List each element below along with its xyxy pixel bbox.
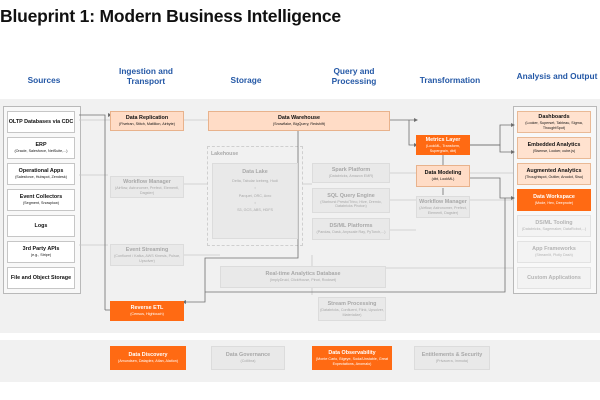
source-file-object-storage[interactable]: File and Object Storage <box>7 267 75 289</box>
lake-item-object-stores: S3, GCS, ABS, HDFS <box>237 208 273 213</box>
data-observability-box[interactable]: Data Observability(Monte Carlo, Bigeye, … <box>312 346 392 370</box>
augmented-analytics-box[interactable]: Augmented Analytics(Thoughtspot, Outlier… <box>517 163 591 185</box>
source-logs[interactable]: Logs <box>7 215 75 237</box>
data-modeling-box[interactable]: Data Modeling(dbt, LookML) <box>416 165 470 187</box>
lakehouse-label: Lakehouse <box>211 151 239 157</box>
source-3rd-party-apis[interactable]: 3rd Party APIs(e.g., Stripe) <box>7 241 75 263</box>
app-frameworks-box[interactable]: App Frameworks(Streamlit, Plotly Dash) <box>517 241 591 263</box>
spark-platform-box[interactable]: Spark Platform(Databricks, Amazon EMR) <box>312 163 390 183</box>
column-header-query: Query and Processing <box>331 65 377 86</box>
lake-item-table-formats: Delta, Tabular Iceberg, Hudi <box>232 179 278 184</box>
lake-item-file-formats: Parquet, ORC, Avro <box>238 193 272 198</box>
column-header-analysis: Analysis and Output <box>516 70 598 81</box>
column-header-transformation: Transformation <box>419 74 481 85</box>
metrics-layer-box[interactable]: Metrics Layer(LookML, Transform, Supergr… <box>416 135 470 155</box>
column-header-sources: Sources <box>27 74 61 85</box>
source-oltp-databases[interactable]: OLTP Databases via CDC <box>7 111 75 133</box>
embedded-analytics-box[interactable]: Embedded Analytics(Sisense, Looker, cube… <box>517 137 591 159</box>
source-operational-apps[interactable]: Operational Apps(Salesforce, Hubspot, Ze… <box>7 163 75 185</box>
workflow-manager-ingestion-box[interactable]: Workflow Manager(Airflow, Astronomer, Pr… <box>110 176 184 198</box>
source-event-collectors[interactable]: Event Collectors(Segment, Snowplow) <box>7 189 75 211</box>
entitlements-security-box[interactable]: Entitlements & Security(Privacera, Immut… <box>414 346 490 370</box>
data-workspace-box[interactable]: Data Workspace(Mode, Hex, Deepnote) <box>517 189 591 211</box>
event-streaming-box[interactable]: Event Streaming(Confluent / Kafka, AWS K… <box>110 244 184 266</box>
source-erp[interactable]: ERP(Oracle, Salesforce, NetSuite,...) <box>7 137 75 159</box>
dsml-platforms-box[interactable]: DS/ML Platforms(Pandas, Dask, Anyscale R… <box>312 218 390 240</box>
data-discovery-box[interactable]: Data Discovery(Amundsen, Dataplex, Atlan… <box>110 346 186 370</box>
custom-applications-box[interactable]: Custom Applications <box>517 267 591 289</box>
reverse-etl-box[interactable]: Reverse ETL(Census, Hightouch) <box>110 301 184 321</box>
column-header-ingestion: Ingestion and Transport <box>119 65 173 86</box>
page-title: Blueprint 1: Modern Business Intelligenc… <box>0 6 341 26</box>
realtime-analytics-db-box[interactable]: Real-time Analytics Database(ImplyDruid,… <box>220 266 386 288</box>
bottom-band <box>0 340 600 382</box>
dashboards-box[interactable]: Dashboards(Looker, Superset, Tableau, Si… <box>517 111 591 133</box>
data-lake-box[interactable]: Data Lake Delta, Tabular Iceberg, Hudi ↕… <box>212 163 298 239</box>
lakehouse-frame <box>207 146 303 246</box>
lake-separator: ↕ <box>254 200 256 205</box>
workflow-manager-transformation-box[interactable]: Workflow Manager(Airflow, Astronomer, Pr… <box>416 196 470 218</box>
stream-processing-box[interactable]: Stream Processing(Databricks, Confluent,… <box>318 297 386 321</box>
lake-separator: ↕ <box>254 186 256 191</box>
column-header-storage: Storage <box>230 74 262 85</box>
data-warehouse-box[interactable]: Data Warehouse(Snowflake, BigQuery, Reds… <box>208 111 390 131</box>
dsml-tooling-box[interactable]: DS/ML Tooling(Databricks, Sagemaker, Dat… <box>517 215 591 237</box>
data-governance-box[interactable]: Data Governance(Collibra) <box>211 346 285 370</box>
sql-query-engine-box[interactable]: SQL Query Engine(Starburst Presto/Trino,… <box>312 188 390 213</box>
data-replication-box[interactable]: Data Replication(Fivetran, Stitch, Matil… <box>110 111 184 131</box>
